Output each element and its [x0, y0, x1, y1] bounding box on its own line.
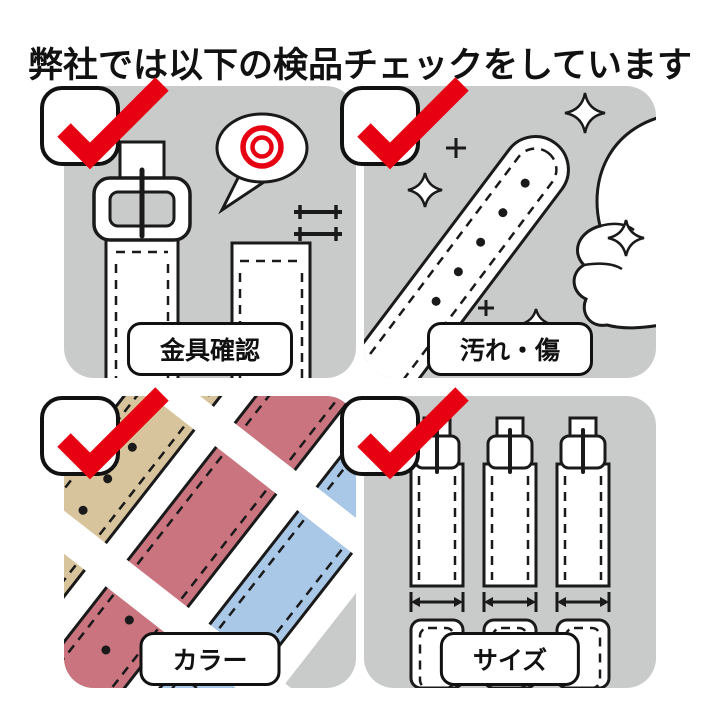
- hand-icon: [572, 116, 656, 330]
- watch-strap-buckle-illustration: [92, 112, 342, 378]
- panel-size: サイズ: [340, 387, 656, 688]
- label-pill-size: サイズ: [439, 632, 581, 686]
- check-badge: [340, 387, 469, 480]
- panel-dirt-scratch-bg: [364, 86, 656, 378]
- panel-dirt-scratch: 汚れ・傷: [340, 77, 656, 378]
- check-icon: [357, 387, 469, 480]
- check-icon: [357, 77, 469, 170]
- check-badge: [40, 77, 169, 170]
- strap-polish-illustration: [364, 92, 656, 378]
- spring-bar-icon: [294, 205, 342, 241]
- panel-color: カラー: [40, 387, 356, 688]
- panel-hardware-check: 金具確認: [40, 77, 356, 378]
- label-pill-color: カラー: [139, 632, 281, 686]
- page-title: 弊社では以下の検品チェックをしています: [28, 46, 692, 87]
- label-pill-hardware-check: 金具確認: [126, 322, 294, 376]
- check-icon: [57, 387, 169, 480]
- check-icon: [57, 77, 169, 170]
- check-badge: [40, 387, 169, 480]
- label-pill-dirt-scratch: 汚れ・傷: [426, 322, 594, 376]
- check-badge: [340, 77, 469, 170]
- speech-bubble-icon: [215, 112, 309, 215]
